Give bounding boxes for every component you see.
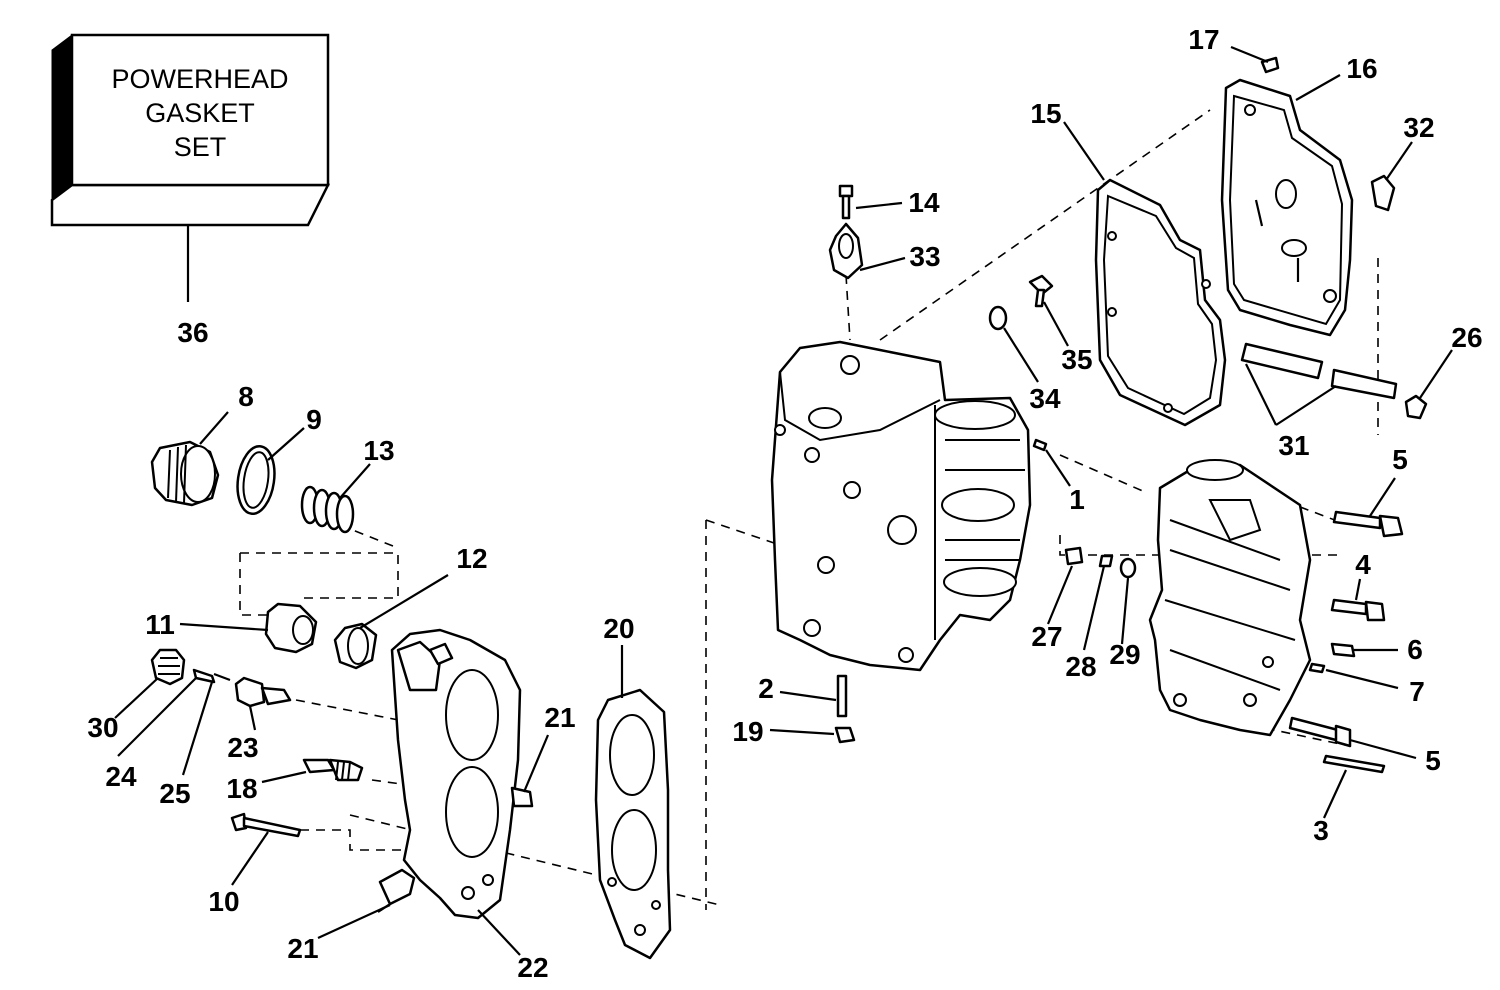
callout-30: 30: [87, 712, 118, 743]
part-7-pin: [1308, 662, 1326, 674]
part-13-spring: [300, 485, 355, 534]
callout-29: 29: [1109, 639, 1140, 670]
callout-labels: 36 8 9 13 11 12 30 24 25 23 18 10 21 21 …: [87, 24, 1482, 983]
callout-32: 32: [1403, 112, 1434, 143]
callout-20: 20: [603, 613, 634, 644]
part-18-sensor: [302, 758, 364, 782]
part-8-threaded-plug: [150, 440, 220, 507]
callout-13: 13: [363, 435, 394, 466]
callout-33: 33: [909, 241, 940, 272]
part-9-o-ring: [236, 444, 276, 516]
part-28-washer: [1098, 554, 1114, 568]
gasket-set-label-line3: SET: [174, 132, 227, 162]
part-14-bolt: [838, 184, 854, 220]
part-29-nut: [1119, 557, 1137, 579]
callout-19: 19: [732, 716, 763, 747]
callout-25: 25: [159, 778, 190, 809]
part-19-nut: [834, 726, 856, 744]
callout-35: 35: [1061, 344, 1092, 375]
callout-22: 22: [517, 952, 548, 983]
callout-36: 36: [177, 317, 208, 348]
part-24-pin: [192, 668, 216, 684]
part-5-bolt-lower: [1288, 716, 1352, 748]
callout-2: 2: [758, 673, 774, 704]
part-31-rods: [1240, 342, 1398, 400]
callout-14: 14: [908, 187, 940, 218]
part-27-fitting: [1064, 546, 1084, 566]
part-3-dowel: [1322, 754, 1386, 774]
callout-21-lower: 21: [287, 933, 318, 964]
part-34-washer: [988, 305, 1008, 331]
callout-28: 28: [1065, 651, 1096, 682]
callout-8: 8: [238, 381, 254, 412]
part-32-clip: [1370, 174, 1396, 212]
callout-16: 16: [1346, 53, 1377, 84]
gasket-set-label-line1: POWERHEAD: [111, 64, 288, 94]
part-2-stud: [836, 674, 848, 718]
callout-26: 26: [1451, 322, 1482, 353]
callout-12: 12: [456, 543, 487, 574]
gasket-set-label-line2: GASKET: [145, 98, 255, 128]
part-11-valve: [264, 602, 318, 654]
part-15-cover-gasket: [1094, 178, 1227, 427]
callout-21-upper: 21: [544, 702, 575, 733]
part-10-bolt: [230, 812, 302, 838]
callout-4: 4: [1355, 549, 1371, 580]
callout-1: 1: [1069, 484, 1085, 515]
callout-31: 31: [1278, 430, 1309, 461]
part-33-lifting-bracket: [828, 222, 864, 280]
part-23-nozzle: [234, 676, 292, 708]
leader-lines: [114, 45, 1453, 956]
part-20-head-gasket: [594, 688, 672, 960]
callout-3: 3: [1313, 815, 1329, 846]
callout-15: 15: [1030, 98, 1061, 129]
callout-5-lower: 5: [1425, 745, 1441, 776]
callout-23: 23: [227, 732, 258, 763]
crankcase-cover-half: [1148, 459, 1312, 737]
callout-18: 18: [226, 773, 257, 804]
part-5-bolt-upper: [1332, 510, 1404, 538]
part-22-cylinder-head: [377, 628, 534, 920]
part-35-screw: [1028, 274, 1054, 308]
callout-5-upper: 5: [1392, 444, 1408, 475]
crankcase-block: [770, 340, 1032, 672]
callout-11: 11: [145, 609, 175, 640]
part-4-bolt: [1330, 598, 1386, 622]
callout-17: 17: [1188, 24, 1219, 55]
callout-7: 7: [1409, 676, 1425, 707]
callout-10: 10: [208, 886, 239, 917]
callout-34: 34: [1029, 383, 1061, 414]
callout-9: 9: [306, 404, 322, 435]
callout-24: 24: [105, 761, 137, 792]
callout-6: 6: [1407, 634, 1423, 665]
part-12-seal: [333, 622, 378, 670]
part-16-cover-plate: [1220, 78, 1354, 337]
assembly-dashed-lines: [239, 109, 1379, 910]
gasket-set-box: POWERHEAD GASKET SET: [50, 33, 331, 302]
part-1-pin: [1032, 438, 1048, 452]
part-26-fitting: [1404, 394, 1428, 420]
callout-27: 27: [1031, 621, 1062, 652]
part-6-screw: [1330, 642, 1356, 658]
